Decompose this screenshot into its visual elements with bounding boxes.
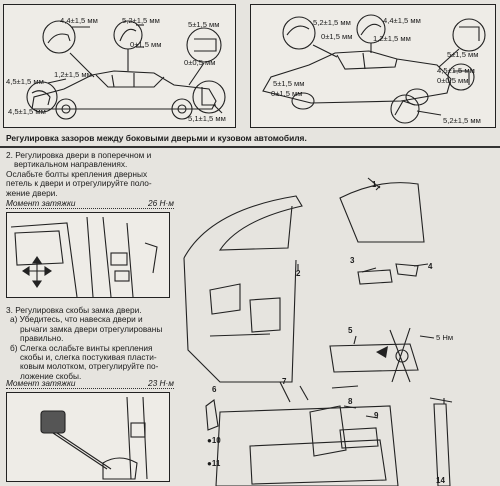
text-line: вертикальном направлениях. — [14, 159, 128, 170]
text-line: рычаги замка двери отрегулированы — [20, 323, 163, 334]
gap-label: 1,2±1,5 мм — [373, 34, 411, 43]
outer-handle — [357, 269, 393, 285]
part-number-14: 14 — [436, 476, 445, 485]
torque-row: Момент затяжки 26 Н·м — [6, 198, 174, 209]
gap-label: 0±1,5 мм — [130, 40, 162, 49]
torque-label: Момент затяжки — [6, 198, 76, 208]
hammer-striker-drawing — [40, 396, 148, 480]
divider — [0, 146, 500, 148]
part-number-9: 9 — [374, 411, 379, 420]
door-hinge-illustration — [6, 212, 170, 298]
gap-label: 4,4±1,5 мм — [383, 16, 421, 25]
part-number-11: ●11 — [207, 459, 221, 468]
torque-row: Момент затяжки 23 Н·м — [6, 378, 174, 389]
belt-moulding — [433, 403, 451, 486]
part-number-10: ●10 — [207, 436, 221, 445]
sedan-side-drawing — [26, 20, 226, 120]
gap-label: 0±1,5 мм — [271, 89, 303, 98]
text-line: 2. Регулировка двери в поперечном и — [6, 150, 152, 160]
top-right-diagram-panel: 5,2±1,5 мм 4,4±1,5 мм 0±1,5 мм 1,2±1,5 м… — [250, 4, 496, 128]
part-number-5: 5 — [348, 326, 353, 335]
exploded-door-diagram — [183, 177, 453, 486]
torque-value: 23 Н·м — [148, 378, 174, 388]
gap-label: 4,5±1,5 мм — [8, 107, 46, 116]
gap-label: 5±1,5 мм — [188, 20, 220, 29]
gap-label: 5,2±1,5 мм — [313, 18, 351, 27]
text-line: Ослабьте болты крепления дверных — [6, 168, 148, 179]
window-regulator — [329, 343, 419, 373]
part-number-1: 1 — [372, 180, 377, 189]
sedan-perspective-drawing — [262, 14, 486, 124]
text-line: скобы и, слегка постукивая пласти- — [20, 352, 157, 363]
torque-label: Момент затяжки — [6, 378, 76, 388]
gap-label: 0±1,5 мм — [321, 32, 353, 41]
part-number-7: 7 — [282, 377, 287, 386]
gap-label: 4,5±1,5 мм — [6, 77, 44, 86]
gap-label: 4,5±1,5 мм — [437, 66, 475, 75]
gap-label: 5,1±1,5 мм — [188, 114, 226, 123]
section2-text: 2. Регулировка двери в поперечном и верт… — [6, 150, 176, 198]
text-line: петель к двери и отрегулируйте поло- — [6, 178, 152, 189]
part-number-8: 8 — [348, 397, 353, 406]
door-frame-outline — [183, 195, 303, 259]
text-line: б) Слегка ослабьте винты крепления — [10, 342, 153, 353]
text-line: а) Убедитесь, что навеска двери и — [10, 314, 143, 325]
gap-label: 5±1,5 мм — [273, 79, 305, 88]
hammer-illustration — [6, 392, 170, 482]
text-line: ложение скобы. — [20, 370, 82, 381]
figure-caption: Регулировка зазоров между боковыми дверь… — [6, 133, 307, 143]
gap-label: 4,4±1,5 мм — [60, 16, 98, 25]
text-line: жение двери. — [6, 187, 58, 198]
door-hinge-drawing — [10, 216, 158, 298]
top-left-diagram-panel: 4,4±1,5 мм 5,2±1,5 мм 0±1,5 мм 5±1,5 мм … — [3, 4, 236, 128]
gap-label: 0±0,5 мм — [437, 76, 469, 85]
gap-label: 1,2±1,5 мм — [54, 70, 92, 79]
part-5-torque: 5 Нм — [436, 333, 454, 342]
door-trim-panel — [215, 405, 399, 486]
part-number-2: 2 — [296, 269, 301, 278]
gap-label: 5,2±1,5 мм — [122, 16, 160, 25]
text-line: 3. Регулировка скобы замка двери. — [6, 305, 142, 315]
gap-label: 5,2±1,5 мм — [443, 116, 481, 125]
gap-label: 5±1,5 мм — [447, 50, 479, 59]
window-glass — [339, 182, 425, 243]
text-line: правильно. — [20, 333, 64, 344]
torque-value: 26 Н·м — [148, 198, 174, 208]
text-line: ковым молотком, отрегулируйте по- — [20, 361, 159, 372]
section3-text: 3. Регулировка скобы замка двери. а) Убе… — [6, 305, 176, 381]
part-number-3: 3 — [350, 256, 355, 265]
gap-label: 0±0,5 мм — [184, 58, 216, 67]
part-number-4: 4 — [428, 262, 433, 271]
part-number-6: 6 — [212, 385, 217, 394]
